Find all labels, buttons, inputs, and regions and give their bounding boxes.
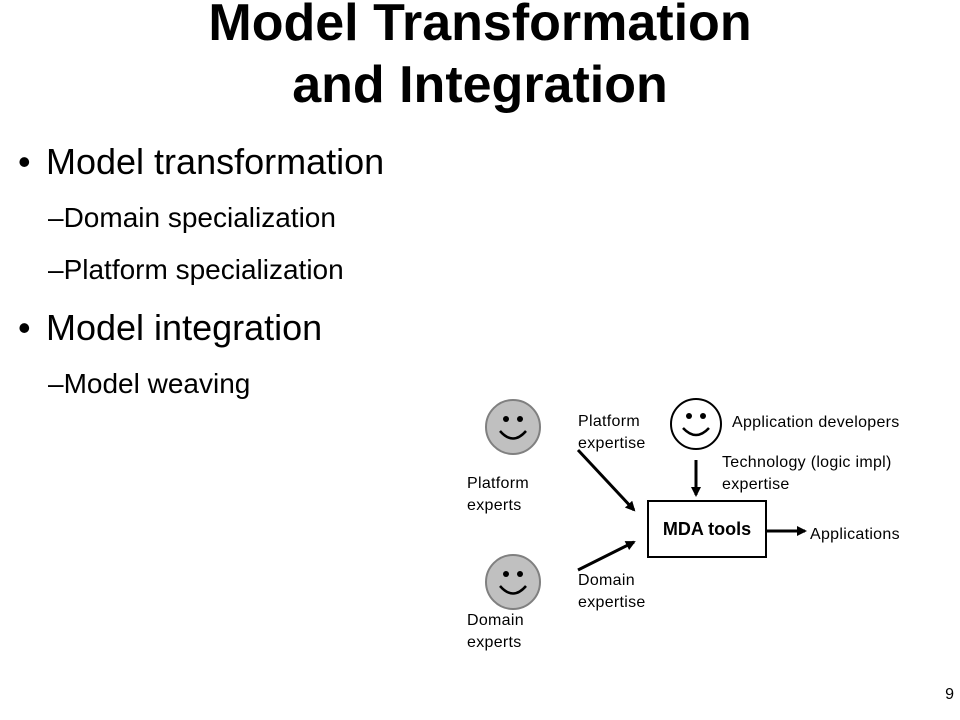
subbullet-domain-specialization: –Domain specialization bbox=[48, 202, 336, 233]
platform-expertise-label: Platform expertise bbox=[578, 413, 646, 452]
subbullet-model-weaving: –Model weaving bbox=[48, 368, 251, 399]
bullet-dot: • bbox=[18, 141, 31, 182]
subbullet-platform-specialization: –Platform specialization bbox=[48, 254, 344, 285]
mda-diagram: MDA tools Platform experts Domain expert… bbox=[450, 390, 960, 690]
bullet-dot: • bbox=[18, 307, 31, 348]
diagram-graphics bbox=[485, 398, 807, 610]
application-developer-smiley-icon bbox=[670, 398, 722, 450]
platform-expert-smiley-icon bbox=[485, 399, 541, 455]
domain-expertise-label: Domain expertise bbox=[578, 572, 646, 611]
technology-expertise-label: Technology (logic impl) expertise bbox=[722, 454, 892, 493]
domain-experts-label: Domain experts bbox=[467, 612, 524, 651]
applications-label: Applications bbox=[810, 526, 900, 543]
domain-to-mda-arrow bbox=[577, 540, 636, 572]
page-number: 9 bbox=[945, 686, 954, 703]
mda-tools-box: MDA tools bbox=[647, 500, 767, 558]
domain-expert-smiley-icon bbox=[485, 554, 541, 610]
slide-title: Model Transformation and Integration bbox=[0, 0, 960, 116]
bullet-text: Model transformation bbox=[46, 141, 385, 182]
bullet-text: Model integration bbox=[46, 307, 323, 348]
title-line-1: Model Transformation bbox=[208, 0, 752, 52]
application-developers-label: Application developers bbox=[732, 414, 900, 431]
bullet-model-integration: • Model integration bbox=[18, 308, 322, 348]
bullet-model-transformation: • Model transformation bbox=[18, 142, 384, 182]
platform-to-mda-arrow bbox=[576, 448, 636, 512]
bullet-list: • Model transformation –Domain specializa… bbox=[18, 142, 384, 400]
platform-experts-label: Platform experts bbox=[467, 475, 529, 514]
title-line-2: and Integration bbox=[292, 56, 668, 114]
